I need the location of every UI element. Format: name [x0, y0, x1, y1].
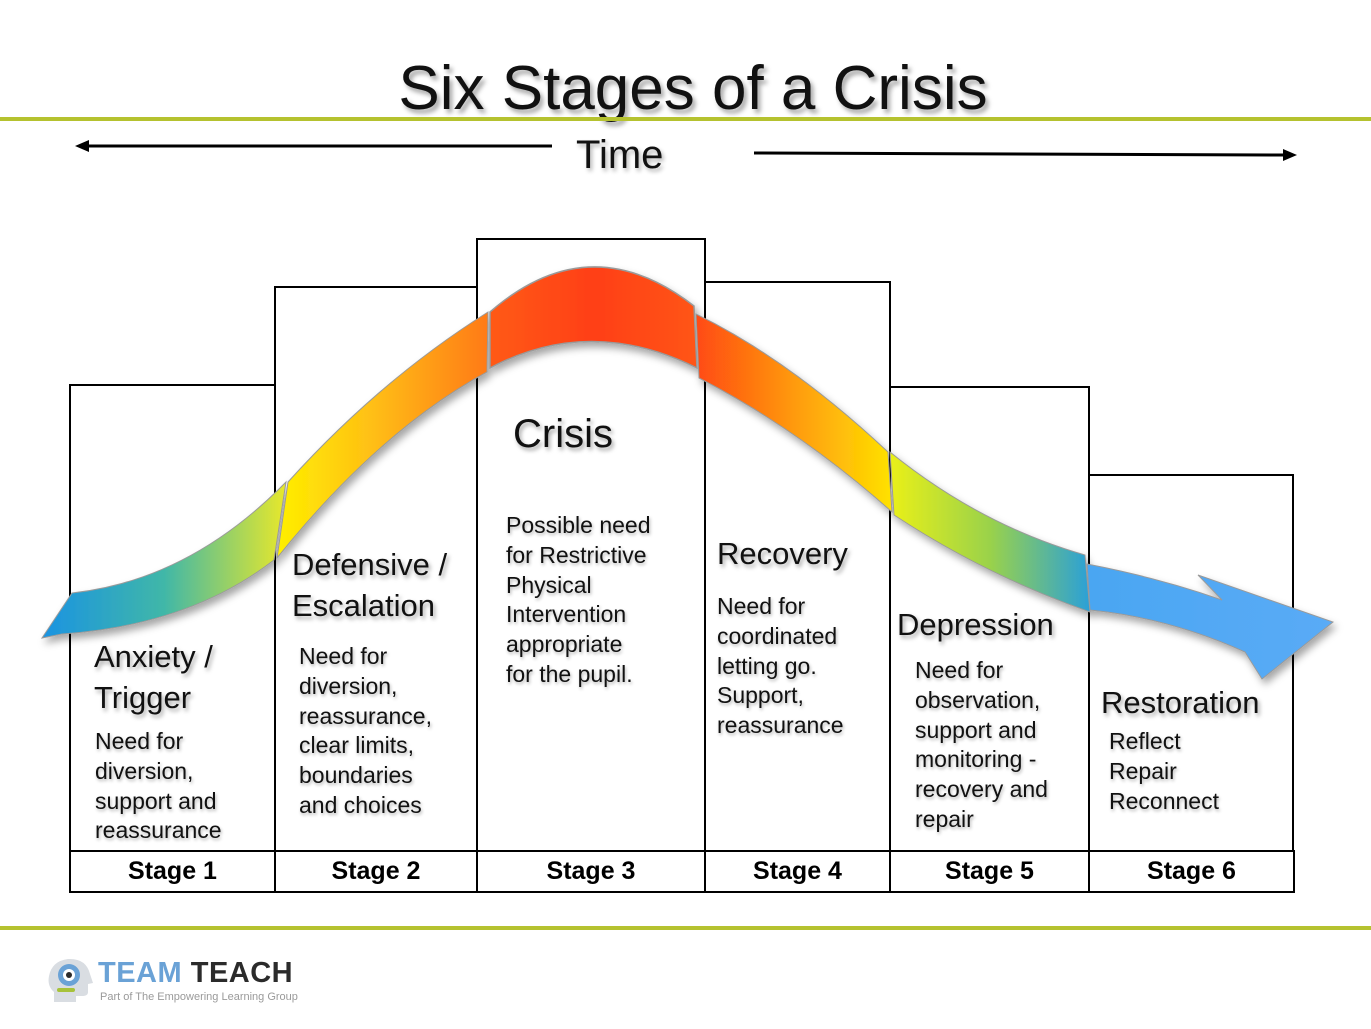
time-arrow-left: [75, 140, 552, 152]
stage-1-description: Need for diversion, support and reassura…: [95, 728, 222, 844]
top-divider: [0, 117, 1371, 121]
stage-5-title: Depression: [897, 607, 1054, 642]
time-label: Time: [576, 133, 664, 177]
stage-2-title: Defensive / Escalation: [292, 547, 448, 623]
stage-4-description: Need for coordinated letting go. Support…: [717, 593, 844, 739]
time-arrow-right: [753, 149, 1297, 161]
stage-1-label: Stage 1: [128, 857, 217, 885]
bottom-divider: [0, 926, 1371, 930]
stage-3-description: Possible need for Restrictive Physical I…: [506, 512, 651, 687]
curve-segment-1: [40, 480, 287, 639]
curve-segment-2: [276, 311, 489, 560]
head-icon: [48, 958, 93, 1002]
stage-2-description: Need for diversion, reassurance, clear l…: [299, 643, 432, 818]
logo-teach-text: TEACH: [190, 957, 294, 989]
stage-3-title: Crisis: [513, 412, 613, 456]
curve-segment-6: [1086, 563, 1335, 680]
logo-tagline: Part of The Empowering Learning Group: [100, 991, 298, 1003]
stage-4-label: Stage 4: [753, 857, 842, 885]
logo-wordmark: TEAM TEACH: [98, 956, 293, 990]
stage-6-title: Restoration: [1101, 685, 1260, 720]
stage-6-label: Stage 6: [1147, 857, 1236, 885]
stage-6-description: Reflect Repair Reconnect: [1109, 728, 1219, 814]
stage-5-description: Need for observation, support and monito…: [915, 657, 1048, 832]
page-title: Six Stages of a Crisis: [398, 54, 988, 123]
logo-team-text: TEAM: [98, 957, 183, 989]
stage-5-label: Stage 5: [945, 857, 1034, 885]
stage-4-title: Recovery: [717, 536, 848, 571]
stage-3-label: Stage 3: [546, 857, 636, 885]
stage-2-label: Stage 2: [331, 857, 421, 885]
crisis-curve: [40, 266, 1335, 680]
stage-label-row: [69, 850, 1295, 893]
curve-segment-5: [889, 450, 1091, 613]
team-teach-logo: TEAM TEACH Part of The Empowering Learni…: [46, 956, 336, 1008]
curve-segment-3: [489, 266, 698, 370]
stage-1-title: Anxiety / Trigger: [94, 639, 213, 715]
curve-segment-4: [695, 313, 893, 514]
